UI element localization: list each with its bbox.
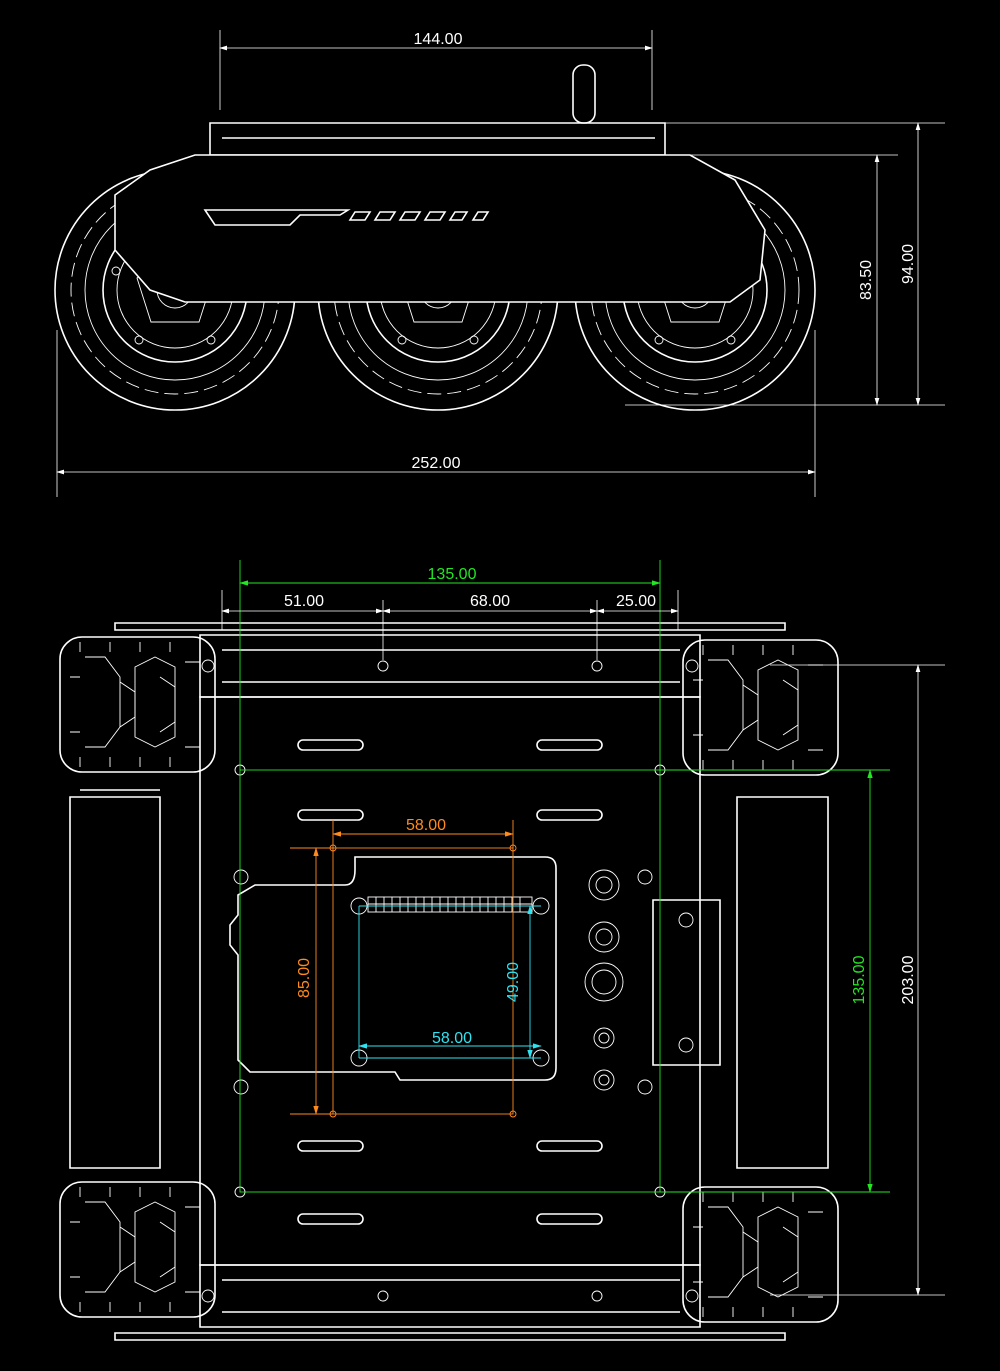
slots bbox=[297, 739, 603, 1225]
body-vent bbox=[203, 209, 490, 226]
wheel-top-right bbox=[682, 639, 839, 776]
dim-mount-span-height: 135.00 bbox=[851, 955, 868, 1004]
front-rail bbox=[114, 622, 786, 698]
top-view: 135.00 135.00 51.00 68.00 25.00 203.00 5… bbox=[59, 560, 945, 1341]
dim-mount-span-width: 135.00 bbox=[428, 566, 477, 583]
dim-hole-spacing: 68.00 bbox=[470, 593, 510, 610]
wheel-bottom-left bbox=[59, 1181, 216, 1318]
center-plate bbox=[199, 696, 701, 1266]
battery-cover bbox=[652, 899, 721, 1066]
dim-top-plate-length: 144.00 bbox=[414, 31, 463, 48]
right-side-panel bbox=[736, 796, 829, 1169]
rear-rail bbox=[114, 1264, 786, 1341]
dim-overall-length: 252.00 bbox=[412, 455, 461, 472]
dim-body-height: 83.50 bbox=[858, 260, 875, 300]
dim-overall-width: 203.00 bbox=[900, 955, 917, 1004]
controller-board bbox=[229, 856, 557, 1081]
antenna bbox=[572, 64, 596, 124]
wheel-top-left bbox=[59, 636, 216, 773]
dim-right-offset: 25.00 bbox=[616, 593, 656, 610]
dim-overall-height: 94.00 bbox=[900, 244, 917, 284]
wheel-bottom-right bbox=[682, 1186, 839, 1323]
dim-board-hole-height: 49.00 bbox=[505, 962, 522, 1002]
top-plate bbox=[209, 122, 666, 156]
side-view: 144.00 252.00 83.50 94.00 bbox=[54, 30, 945, 497]
connectors bbox=[584, 869, 624, 1091]
body-hull bbox=[114, 154, 766, 303]
dim-left-offset: 51.00 bbox=[284, 593, 324, 610]
dim-board-hole-width: 58.00 bbox=[432, 1030, 472, 1047]
dim-board-outline-height: 85.00 bbox=[296, 958, 313, 998]
left-side-panel bbox=[69, 789, 161, 1169]
gpio-header bbox=[367, 896, 533, 913]
dim-board-outline-width: 58.00 bbox=[406, 817, 446, 834]
